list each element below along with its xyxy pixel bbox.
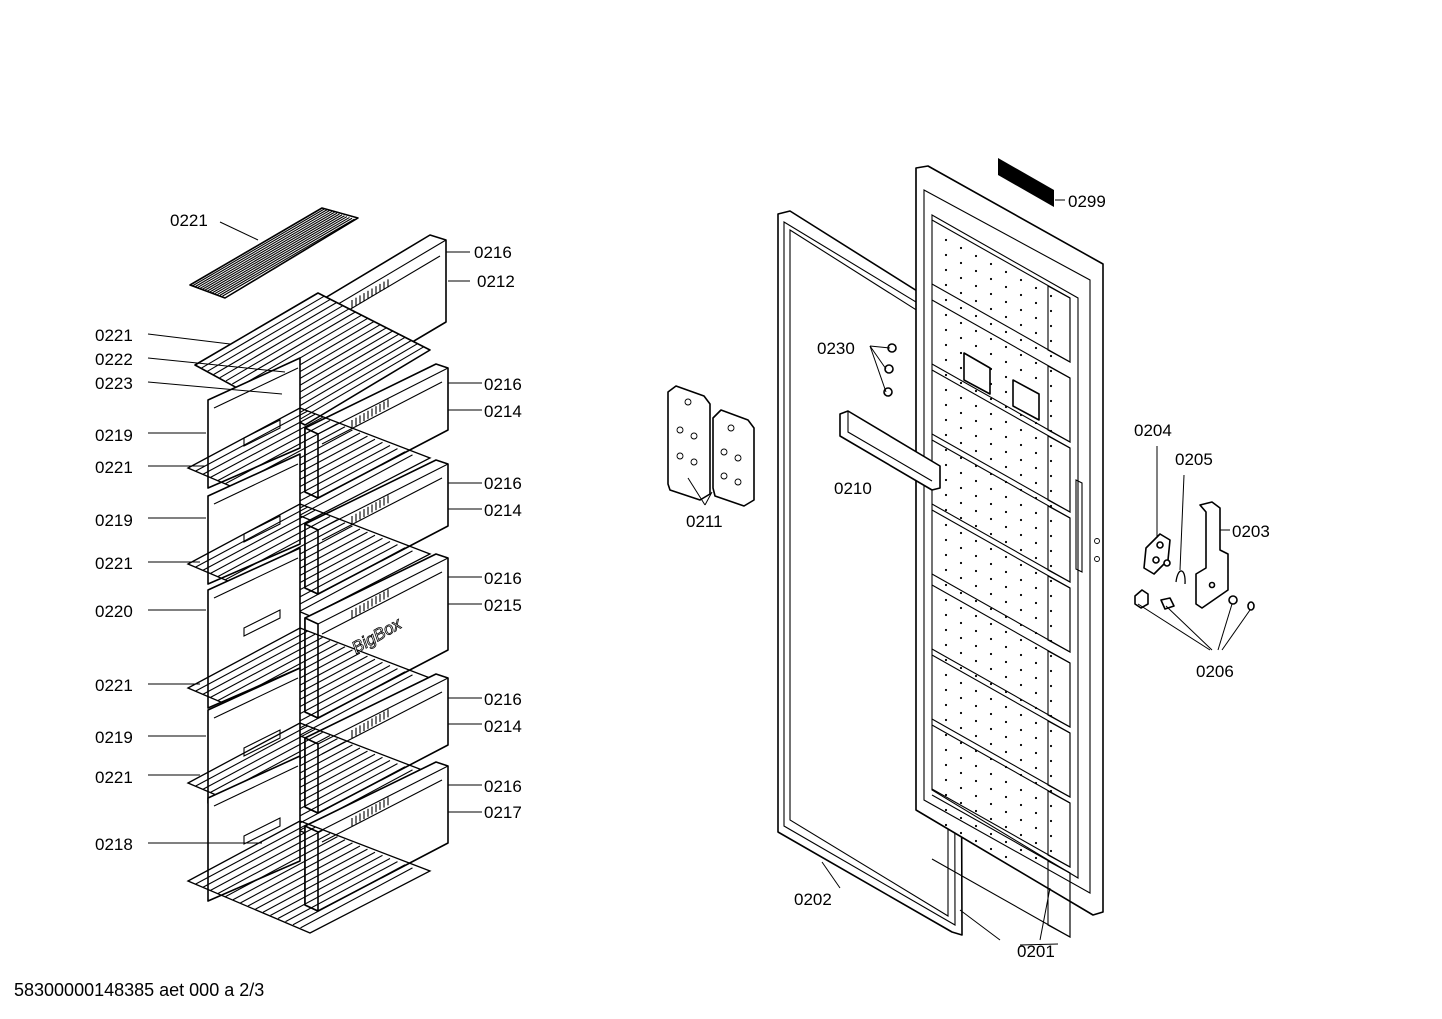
rating-plate-0299 xyxy=(998,158,1054,207)
label-small-parts: 0206 xyxy=(1196,662,1234,681)
door-gasket-0202 xyxy=(777,210,963,936)
label-drawer5-cover: 0216 xyxy=(484,690,522,709)
leader-lines xyxy=(147,199,1251,946)
label-drawer1-cover: 0216 xyxy=(474,243,512,262)
label-hinge-upper: 0204 xyxy=(1134,421,1172,440)
label-drawer4-cover: 0216 xyxy=(484,569,522,588)
label-drawer2-back: 0219 xyxy=(95,426,133,445)
bracket-0203 xyxy=(1195,501,1229,609)
label-door: 0201 xyxy=(1017,942,1055,961)
cold-packs-0211 xyxy=(667,385,755,507)
label-plate: 0299 xyxy=(1068,192,1106,211)
label-drawer4-back: 0220 xyxy=(95,602,133,621)
label-drawer6-body: 0217 xyxy=(484,803,522,822)
label-screws: 0230 xyxy=(817,339,855,358)
label-shelf-top: 0221 xyxy=(170,211,208,230)
label-drawer3-cover: 0216 xyxy=(484,474,522,493)
label-shelf2: 0221 xyxy=(95,326,133,345)
label-drawer3-body: 0214 xyxy=(484,501,522,520)
label-cold-packs: 0211 xyxy=(686,512,723,531)
label-bracket: 0203 xyxy=(1232,522,1270,541)
drawer-0212-vents xyxy=(351,279,389,308)
part-labels: 0221 0216 0212 0221 0222 0223 0219 0216 … xyxy=(95,192,1270,961)
label-drawer5-body: 0214 xyxy=(484,717,522,736)
door-0201 xyxy=(915,165,1104,938)
label-0223: 0223 xyxy=(95,374,133,393)
wire-shelf-top xyxy=(189,207,359,299)
label-drawer5-back: 0219 xyxy=(95,728,133,747)
label-drawer6-back: 0218 xyxy=(95,835,133,854)
label-drawer2-cover: 0216 xyxy=(484,375,522,394)
label-drawer2-body: 0214 xyxy=(484,402,522,421)
label-shelf5: 0221 xyxy=(95,676,133,695)
label-shelf4: 0221 xyxy=(95,554,133,573)
screws-0230 xyxy=(883,343,897,397)
label-drawer1-body: 0212 xyxy=(477,272,515,291)
label-handle: 0210 xyxy=(834,479,872,498)
hinge-0204 xyxy=(1143,533,1171,575)
label-shelf6: 0221 xyxy=(95,768,133,787)
small-parts-0206 xyxy=(1134,589,1255,611)
label-gasket: 0202 xyxy=(794,890,832,909)
label-shelf3: 0221 xyxy=(95,458,133,477)
spring-0205 xyxy=(1175,570,1186,585)
label-spring: 0205 xyxy=(1175,450,1213,469)
document-reference: 58300000148385 aet 000 a 2/3 xyxy=(14,980,265,1000)
label-drawer6-cover: 0216 xyxy=(484,777,522,796)
label-0222: 0222 xyxy=(95,350,133,369)
label-drawer4-body: 0215 xyxy=(484,596,522,615)
label-drawer3-back: 0219 xyxy=(95,511,133,530)
wire-shelf-7 xyxy=(186,820,432,934)
door-handle-0210 xyxy=(839,410,941,491)
